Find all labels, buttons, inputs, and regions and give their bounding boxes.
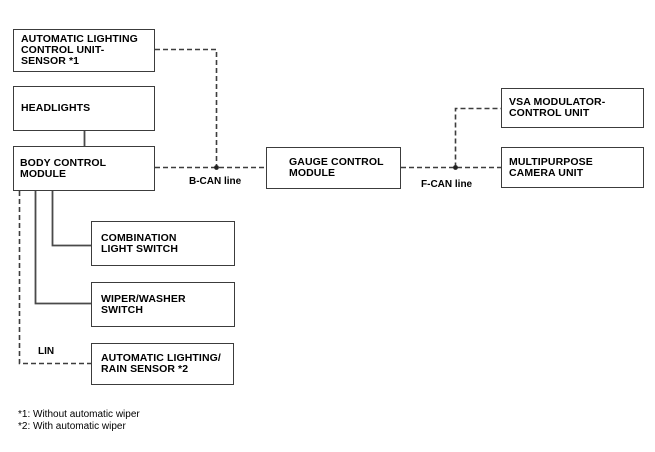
box-headlights: HEADLIGHTS — [13, 86, 155, 131]
lin-line-label: LIN — [38, 346, 55, 357]
fcan-junction-dot — [453, 165, 458, 170]
footnotes: *1: Without automatic wiper *2: With aut… — [18, 409, 140, 432]
box-label: BODY CONTROL MODULE — [20, 156, 106, 180]
footnote-1: *1: Without automatic wiper — [18, 409, 140, 420]
line-bcm-to-combination-switch — [51, 191, 91, 247]
box-gauge-control-module: GAUGE CONTROL MODULE — [266, 147, 401, 189]
line-sensor-to-bcan — [155, 48, 218, 167]
box-multipurpose-camera-unit: MULTIPURPOSE CAMERA UNIT — [501, 147, 644, 188]
line-bcm-to-wiper-switch — [34, 191, 91, 305]
footnote-2: *2: With automatic wiper — [18, 420, 126, 432]
f-can-line-label: F-CAN line — [421, 179, 473, 190]
box-wiper-washer-switch: WIPER/WASHER SWITCH — [91, 282, 235, 327]
box-label: HEADLIGHTS — [21, 102, 91, 114]
line-lin-bcm-to-rain-sensor — [18, 191, 91, 365]
box-automatic-lighting-control-unit-sensor: AUTOMATIC LIGHTING CONTROL UNIT- SENSOR … — [13, 29, 155, 72]
box-body-control-module: BODY CONTROL MODULE — [13, 146, 155, 191]
box-vsa-modulator-control-unit: VSA MODULATOR- CONTROL UNIT — [501, 88, 644, 128]
box-label: VSA MODULATOR- CONTROL UNIT — [509, 96, 606, 119]
line-fcan-to-vsa — [454, 107, 501, 168]
box-label: WIPER/WASHER SWITCH — [101, 292, 186, 316]
b-can-line-label: B-CAN line — [189, 176, 242, 187]
box-label: AUTOMATIC LIGHTING/ RAIN SENSOR *2 — [101, 352, 221, 375]
box-label: GAUGE CONTROL MODULE — [289, 156, 384, 179]
box-label: COMBINATION LIGHT SWITCH — [101, 231, 179, 255]
bcan-junction-dot — [214, 165, 219, 170]
box-automatic-lighting-rain-sensor: AUTOMATIC LIGHTING/ RAIN SENSOR *2 — [91, 343, 234, 385]
box-combination-light-switch: COMBINATION LIGHT SWITCH — [91, 221, 235, 266]
box-label: AUTOMATIC LIGHTING CONTROL UNIT- SENSOR … — [21, 33, 138, 67]
box-label: MULTIPURPOSE CAMERA UNIT — [509, 155, 593, 179]
